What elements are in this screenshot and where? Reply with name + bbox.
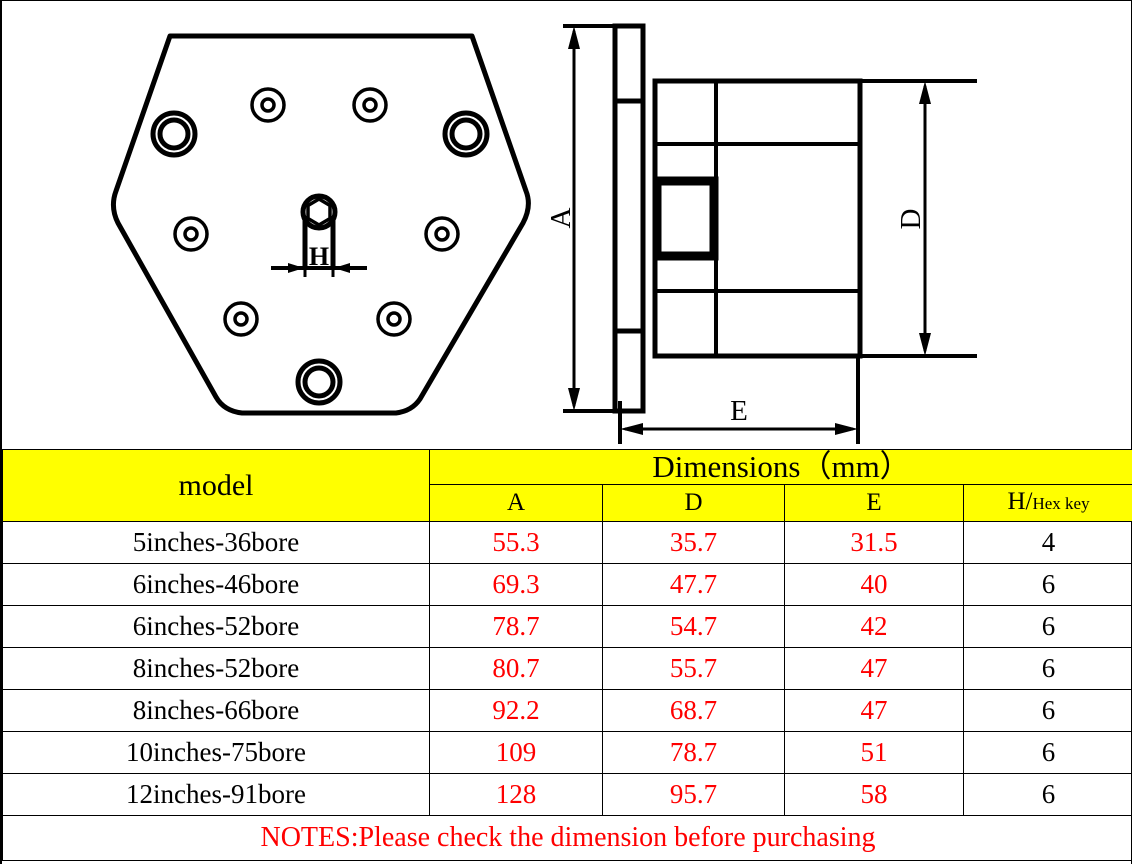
cell-model: 6inches-46bore xyxy=(2,563,430,606)
hex-key-lead: H/ xyxy=(1007,488,1033,515)
small-hole-bottom-right xyxy=(376,301,412,337)
cell-d: 55.7 xyxy=(602,647,785,690)
hub-side-view: A D E xyxy=(545,23,977,444)
large-hole-left xyxy=(150,110,198,158)
flange-front-view: H xyxy=(110,33,531,416)
notes-text: NOTES:Please check the dimension before … xyxy=(1,815,1132,861)
cell-model: 12inches-91bore xyxy=(2,773,430,816)
cell-d: 68.7 xyxy=(602,689,785,732)
header-row-top: model Dimensions（mm） xyxy=(2,449,1132,522)
bore-keyway-profile xyxy=(652,176,719,261)
small-hole-bottom-left xyxy=(223,301,259,337)
large-hole-group xyxy=(150,110,490,406)
cell-e: 42 xyxy=(784,605,964,648)
cell-model: 8inches-52bore xyxy=(2,647,430,690)
cell-e: 47 xyxy=(784,689,964,732)
cell-a: 128 xyxy=(429,773,603,816)
flange-plate-profile xyxy=(612,23,646,414)
cell-h: 6 xyxy=(962,773,1132,816)
cell-a: 78.7 xyxy=(429,605,603,648)
cell-d: 95.7 xyxy=(602,773,785,816)
large-hole-right xyxy=(442,110,490,158)
small-hole-group xyxy=(173,87,460,337)
small-hole-top-left xyxy=(250,87,286,123)
cell-a: 55.3 xyxy=(429,521,603,564)
cell-e: 31.5 xyxy=(784,521,964,564)
cell-a: 69.3 xyxy=(429,563,603,606)
cell-model: 8inches-66bore xyxy=(2,689,430,732)
cell-e: 47 xyxy=(784,647,964,690)
e-dimension xyxy=(618,356,860,444)
dimensions-table: model Dimensions（mm） A D E H/Hex key 5in… xyxy=(1,449,1132,861)
cell-h: 6 xyxy=(962,731,1132,774)
technical-drawing-area: H xyxy=(2,1,1132,449)
large-hole-bottom xyxy=(295,358,343,406)
plate-outline xyxy=(110,33,531,416)
cell-e: 40 xyxy=(784,563,964,606)
small-hole-mid-left xyxy=(173,216,209,252)
cell-d: 35.7 xyxy=(602,521,785,564)
cell-model: 10inches-75bore xyxy=(2,731,430,774)
h-dimension-label: H xyxy=(309,242,329,271)
column-header-a: A xyxy=(429,484,603,522)
cell-e: 51 xyxy=(784,731,964,774)
hex-key-rest: Hex key xyxy=(1032,494,1090,513)
cell-h: 6 xyxy=(962,563,1132,606)
small-hole-top-right xyxy=(352,87,388,123)
notes-row: NOTES:Please check the dimension before … xyxy=(1,815,1132,861)
h-dimension xyxy=(271,259,367,277)
d-dimension xyxy=(854,79,977,358)
column-header-model: model xyxy=(2,449,430,522)
cell-a: 92.2 xyxy=(429,689,603,732)
cell-h: 4 xyxy=(962,521,1132,564)
cell-a: 109 xyxy=(429,731,603,774)
hub-body-profile xyxy=(652,78,863,359)
cell-h: 6 xyxy=(962,689,1132,732)
d-dimension-label: D xyxy=(895,209,927,230)
table-footer: NOTES:Please check the dimension before … xyxy=(1,815,1132,861)
column-header-dimensions: Dimensions（mm） xyxy=(428,449,1132,485)
cell-a: 80.7 xyxy=(429,647,603,690)
column-header-e: E xyxy=(784,484,964,522)
column-header-hex-key: H/Hex key xyxy=(962,484,1132,522)
cell-model: 5inches-36bore xyxy=(2,521,430,564)
small-hole-mid-right xyxy=(424,216,460,252)
cell-e: 58 xyxy=(784,773,964,816)
table-header: model Dimensions（mm） A D E H/Hex key xyxy=(2,449,1132,522)
a-dimension xyxy=(563,24,643,413)
cell-d: 47.7 xyxy=(602,563,785,606)
cell-d: 54.7 xyxy=(602,605,785,648)
cell-h: 6 xyxy=(962,605,1132,648)
e-dimension-label: E xyxy=(730,395,748,427)
cell-model: 6inches-52bore xyxy=(2,605,430,648)
header-row-sub: A D E H/Hex key xyxy=(3,484,1132,522)
column-header-d: D xyxy=(602,484,785,522)
cell-d: 78.7 xyxy=(602,731,785,774)
cell-h: 6 xyxy=(962,647,1132,690)
drawing-svg: H xyxy=(110,23,977,444)
a-dimension-label: A xyxy=(545,207,577,228)
